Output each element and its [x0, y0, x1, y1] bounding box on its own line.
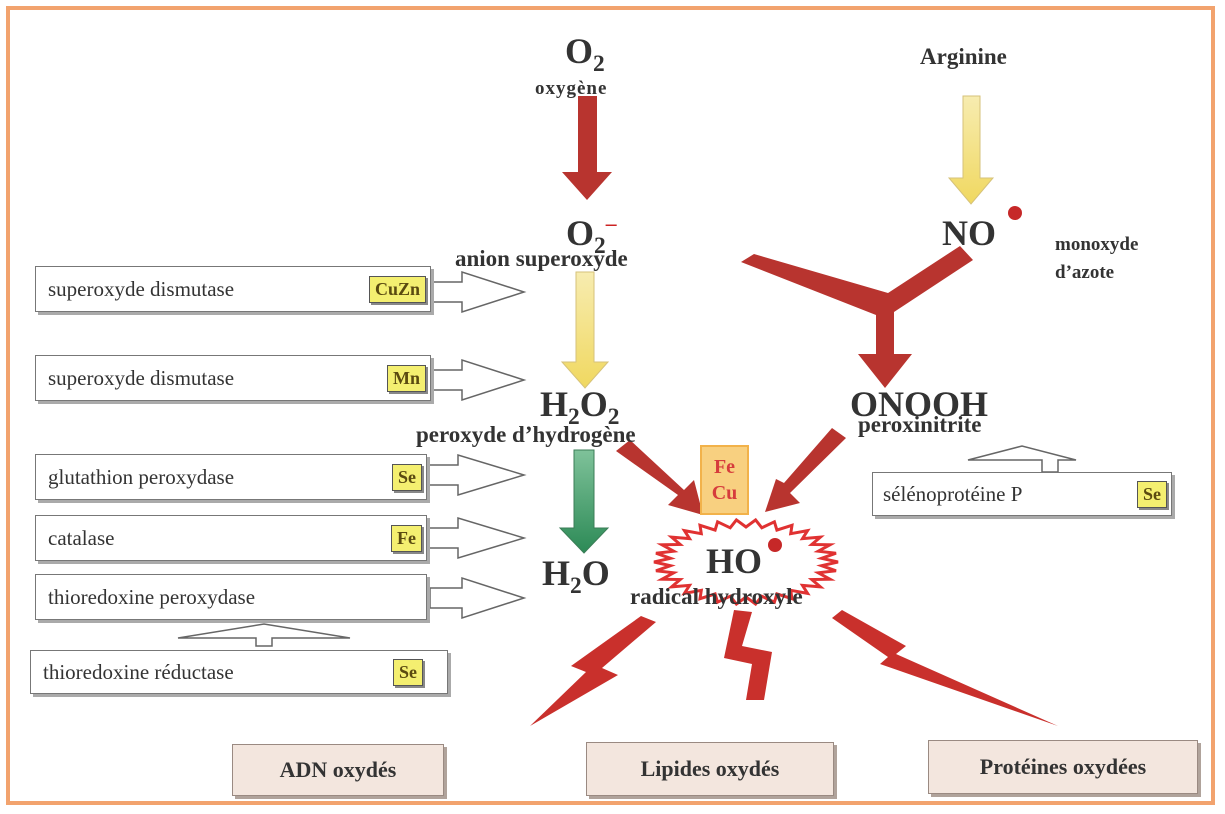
arrow-onooh-to-ho: [765, 428, 846, 512]
arrow-arginine-to-no: [947, 95, 995, 205]
diagram-frame: [6, 6, 1215, 805]
ho-radical-dot: [768, 538, 782, 552]
superoxide-name: anion superoxyde: [455, 246, 628, 271]
h2o-formula: H2O: [542, 553, 610, 600]
result-lipids: Lipides oxydés: [586, 742, 834, 796]
h2o2-formula: H2O2: [540, 384, 620, 431]
enzyme-thioredoxine-peroxydase: thioredoxine peroxydase: [35, 574, 427, 620]
o2-formula: O2: [565, 31, 605, 78]
cofactor-badge: Se: [392, 463, 422, 491]
onooh-name: peroxinitrite: [858, 412, 982, 437]
selenoprotein-p-box: sélénoprotéine P Se: [872, 472, 1172, 516]
onooh-formula: ONOOH: [850, 384, 989, 424]
result-proteins: Protéines oxydées: [928, 740, 1198, 794]
selenoprotein-label: sélénoprotéine P: [883, 481, 1023, 506]
arrow-o2-to-superoxide: [562, 96, 612, 200]
enzyme-label: thioredoxine peroxydase: [48, 584, 256, 609]
cofactor-badge: CuZn: [368, 275, 426, 303]
enzyme-label: glutathion peroxydase: [48, 464, 235, 489]
cofactor-badge: Mn: [387, 364, 426, 392]
no-name-line2: d’azote: [1055, 262, 1115, 283]
bolt-to-dna: [530, 616, 656, 726]
arrow-y-superoxide-no-to-onooh: [741, 246, 973, 388]
enzyme-label: thioredoxine réductase: [43, 659, 234, 684]
ho-formula: HO: [706, 541, 763, 581]
enzyme-catalase: catalase Fe: [35, 515, 427, 561]
metal-cu: Cu: [711, 482, 738, 504]
no-formula: NO: [942, 213, 996, 253]
enzyme-label: superoxyde dismutase: [48, 276, 235, 301]
h2o2-name: peroxyde d’hydrogène: [416, 422, 636, 447]
result-dna: ADN oxydés: [232, 744, 444, 796]
bolt-to-proteins: [832, 610, 1058, 726]
cofactor-badge: Se: [1137, 480, 1167, 508]
superoxide-formula: O2–: [566, 210, 617, 260]
arrow-superoxide-to-h2o2: [560, 271, 610, 389]
arrow-h2o2-to-h2o: [558, 449, 610, 554]
ho-name: radical hydroxyle: [630, 584, 803, 609]
enzyme-label: superoxyde dismutase: [48, 365, 235, 390]
arginine-label: Arginine: [920, 44, 1007, 69]
cofactor-badge: Se: [393, 658, 423, 686]
enzyme-glutathion-peroxydase: glutathion peroxydase Se: [35, 454, 427, 500]
enzyme-thioredoxine-reductase: thioredoxine réductase Se: [30, 650, 448, 694]
enzyme-sod-cuzn: superoxyde dismutase CuZn: [35, 266, 431, 312]
enzyme-label: catalase: [48, 525, 115, 550]
enzyme-sod-mn: superoxyde dismutase Mn: [35, 355, 431, 401]
metal-catalyst-box: Fe Cu: [700, 445, 749, 515]
hydroxyl-starburst: [653, 517, 839, 607]
cofactor-badge: Fe: [391, 524, 422, 552]
bolt-to-lipids: [724, 610, 772, 700]
no-radical-dot: [1008, 206, 1022, 220]
o2-name: oxygène: [535, 78, 608, 99]
no-name-line1: monoxyde: [1055, 234, 1139, 255]
hollow-arrows: [177, 270, 1077, 647]
metal-fe: Fe: [713, 456, 736, 478]
arrow-h2o2-to-ho: [616, 440, 703, 515]
